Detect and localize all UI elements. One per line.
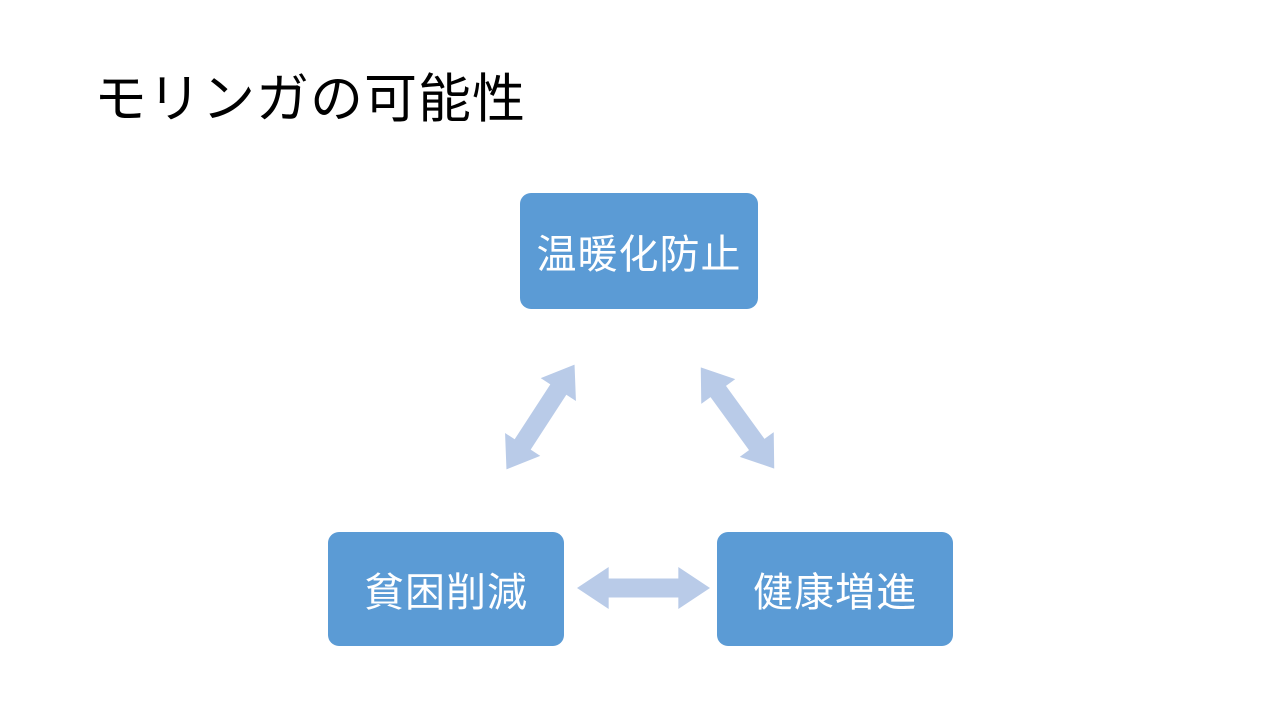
diagram-node-label: 健康増進 — [753, 571, 917, 615]
diagram-node-top: 温暖化防止 — [520, 193, 758, 309]
double-arrow-bottom-icon — [577, 567, 710, 609]
double-arrow-left-top-icon — [489, 353, 592, 481]
diagram-node-bottom-right: 健康増進 — [717, 532, 953, 646]
diagram-node-label: 温暖化防止 — [536, 233, 742, 277]
diagram-node-label: 貧困削減 — [364, 571, 528, 615]
slide-title: モリンガの可能性 — [94, 70, 526, 129]
diagram-node-bottom-left: 貧困削減 — [328, 532, 564, 646]
double-arrow-top-right-icon — [684, 355, 791, 481]
